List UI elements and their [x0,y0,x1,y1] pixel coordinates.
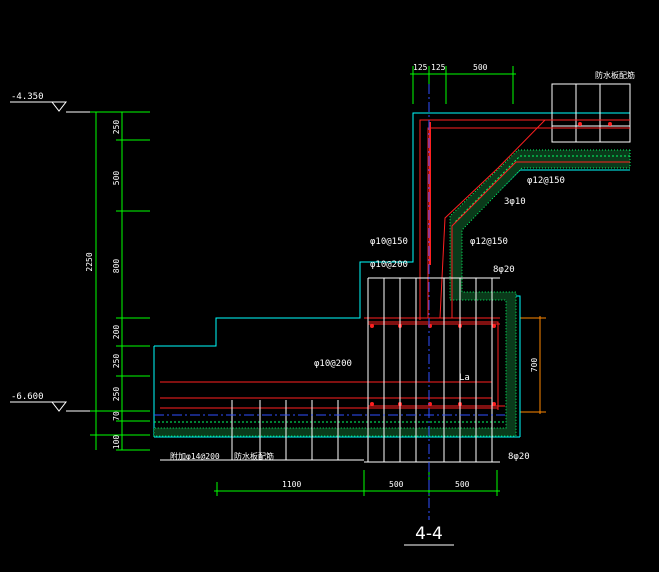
dim-bottom-1: 500 [389,480,404,489]
dim-total-2250: 2250 [85,252,94,271]
label-phi12-150-a: φ12@150 [527,176,565,186]
dim-bottom-2: 500 [455,480,470,489]
waterproof-layer [153,149,631,437]
right-dimension [520,316,546,414]
dim-left-0: 250 [112,120,121,135]
label-waterproof-top: 防水板配筋 [595,70,635,80]
label-phi10-200-b: φ10@200 [314,359,352,369]
level-top-text: -4.350 [11,92,44,102]
dim-left-1: 500 [112,171,121,186]
level-bottom-text: -6.600 [11,392,44,402]
label-bottom-left-rebar: 附加φ14@200 [170,451,220,461]
title-text: 4-4 [415,524,443,544]
dim-left-2: 800 [112,259,121,274]
dim-bottom-0: 1100 [282,480,301,489]
label-phi10-200-a: φ10@200 [370,260,408,270]
dim-left-6: 70 [112,411,121,421]
left-dimension-chain [90,111,150,451]
dim-right-700: 700 [530,358,539,373]
label-3phi10: 3φ10 [504,197,526,207]
dim-left-4: 250 [112,354,121,369]
level-marker-top: -4.350 [10,92,150,113]
section-title: 4-4 [404,524,454,546]
top-dimension-chain [410,66,516,104]
label-waterproof-bottom: 防水板配筋 [234,451,274,461]
inner-grid [160,277,500,463]
label-8phi20-bottom: 8φ20 [508,452,530,462]
level-marker-bottom: -6.600 [10,392,150,412]
dim-left-3: 200 [112,325,121,340]
dim-top-1: 125 [431,63,446,72]
label-phi12-150-b: φ12@150 [470,237,508,247]
label-8phi20-top: 8φ20 [493,265,515,275]
dim-left-7: 100 [112,435,121,450]
dim-left-5: 250 [112,387,121,402]
label-phi10-150: φ10@150 [370,237,408,247]
center-axis [154,84,505,520]
waterproof-slab-top [551,83,631,143]
dim-top-2: 500 [473,63,488,72]
label-la: La [459,373,470,383]
dim-top-0: 125 [413,63,428,72]
